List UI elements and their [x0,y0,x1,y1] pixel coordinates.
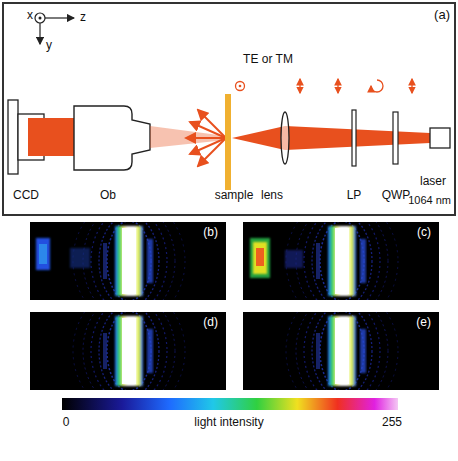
setup-panel: (a) [2,2,456,216]
panel-label: (b) [203,226,218,239]
axis-label: y [46,39,52,52]
wavelength-label: 1064 nm [408,194,451,206]
part-name: Ob [100,189,116,202]
panel-label: (a) [434,8,450,22]
part-name: lens [261,189,283,202]
scale-value: 0 [63,416,70,429]
panel-label: (c) [417,226,431,239]
polarization-label: TE or TM [243,53,293,66]
part-name: sample [215,189,254,202]
image-panel: (d) [30,312,226,390]
image-panel: (b) [30,222,226,300]
part-name: LP [347,189,362,202]
panel-label: (d) [203,316,218,329]
image-panel: (e) [243,312,439,390]
axis-label: z [80,11,86,24]
part-name: laser [420,175,446,188]
axis-label: x [27,9,33,22]
panel-label: (e) [416,316,431,329]
part-name: CCD [13,189,39,202]
scale-title: light intensity [194,416,263,429]
part-name: QWP [382,189,411,202]
scale-value: 255 [382,416,402,429]
image-panel: (c) [243,222,439,300]
